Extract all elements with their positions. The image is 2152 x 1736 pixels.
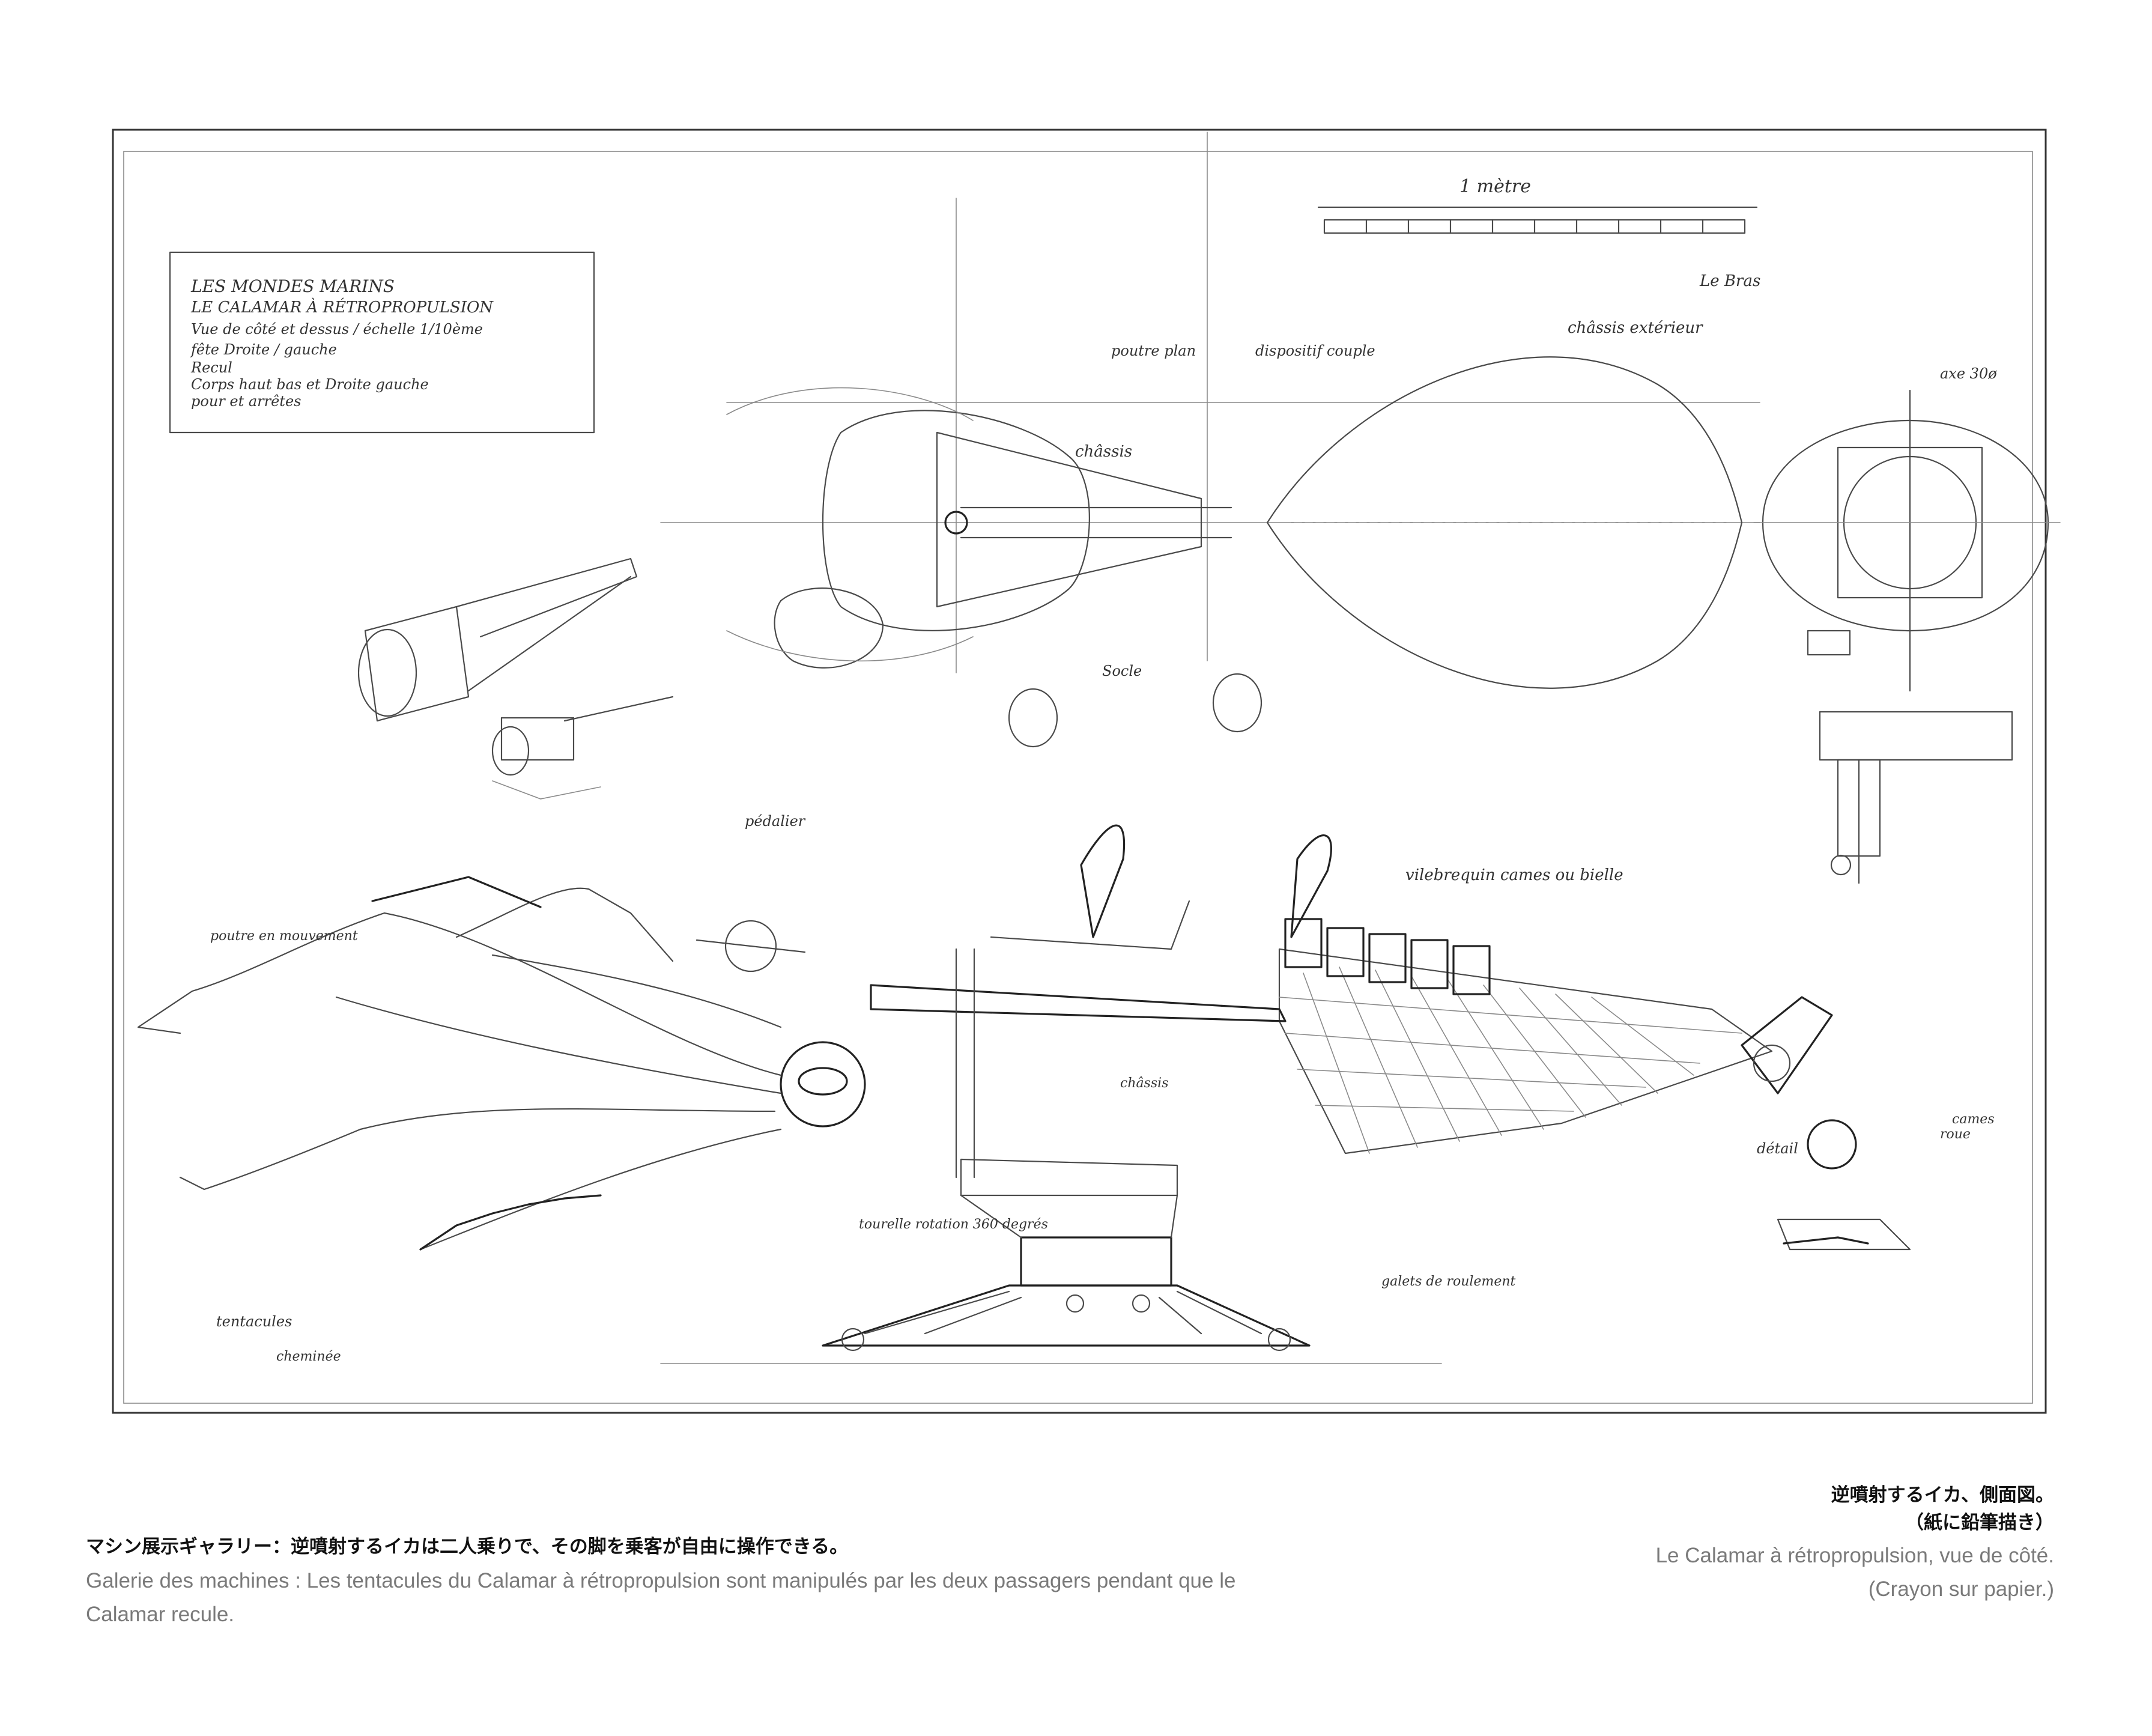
sketch-frame-outer (112, 129, 2047, 1414)
annotation-poutre: poutre plan (1111, 342, 1196, 359)
annotation-axe: axe 30ø (1940, 365, 1997, 382)
annotation-chassis-exterieur: châssis extérieur (1568, 319, 1703, 337)
annotation-roue: roue (1940, 1127, 1971, 1142)
title-block-line-5: Recul (190, 359, 232, 376)
sketch-frame-inner (123, 151, 2033, 1404)
caption-right: 逆噴射するイカ、側面図。 （紙に鉛筆描き） Le Calamar à rétro… (1453, 1481, 2054, 1606)
title-block-line-4: fête Droite / gauche (190, 341, 337, 358)
caption-left-french: Galerie des machines : Les tentacules du… (86, 1569, 1236, 1626)
caption-left-japanese: マシン展示ギャラリー：逆噴射するイカは二人乗りで、その脚を乗客が自由に操作できる… (86, 1536, 849, 1558)
title-block-line-3: Vue de côté et dessus / échelle 1/10ème (191, 321, 483, 338)
annotation-pedalier: pédalier (745, 813, 806, 830)
title-block-line-2: LE CALAMAR À RÉTROPROPULSION (190, 297, 494, 317)
caption-left: マシン展示ギャラリー：逆噴射するイカは二人乗りで、その脚を乗客が自由に操作できる… (86, 1533, 1317, 1631)
annotation-detail: détail (1757, 1140, 1798, 1157)
annotation-socle: Socle (1102, 663, 1142, 679)
caption-right-japanese-line-1: 逆噴射するイカ、側面図。 (1831, 1484, 2054, 1506)
mechanism-sketch-left (357, 557, 674, 800)
wheel-detail (1777, 1119, 1911, 1251)
passenger-head-sketches (1008, 673, 1262, 748)
squid-front-view (1753, 389, 2061, 692)
annotation-cames: cames (1952, 1112, 1995, 1127)
annotation-bras: Le Bras (1699, 272, 1760, 290)
squid-plan-view (660, 132, 1760, 689)
caption-right-french-line-2: (Crayon sur papier.) (1868, 1577, 2054, 1601)
annotation-cheminee: cheminée (276, 1349, 341, 1364)
mechanism-detail-right (1819, 711, 2013, 884)
annotation-chassis-bas: châssis (1120, 1076, 1169, 1091)
annotation-poutre-mouvement: poutre en mouvement (210, 929, 358, 944)
squid-side-view (137, 824, 1833, 1364)
scale-bar: 1 mètre (1317, 176, 1758, 234)
title-block-line-1: LES MONDES MARINS (190, 276, 395, 296)
scale-bar-label: 1 mètre (1459, 176, 1531, 197)
caption-right-french-line-1: Le Calamar à rétropropulsion, vue de côt… (1655, 1544, 2054, 1567)
annotation-vilebrequin: vilebrequin cames ou bielle (1405, 866, 1623, 884)
title-block-line-7: pour et arrêtes (191, 393, 301, 410)
annotation-galets: galets de roulement (1381, 1274, 1516, 1289)
title-block: LES MONDES MARINS LE CALAMAR À RÉTROPROP… (169, 251, 595, 434)
annotation-chassis: châssis (1075, 443, 1132, 461)
sketch-annotations: châssis poutre plan dispositif couple ch… (210, 272, 1997, 1364)
annotation-tourelle: tourelle rotation 360 degrés (859, 1217, 1048, 1232)
annotation-dispositif: dispositif couple (1255, 342, 1375, 359)
annotation-tentacules: tentacules (216, 1313, 292, 1330)
title-block-line-6: Corps haut bas et Droite gauche (191, 376, 429, 393)
caption-right-japanese-line-2: （紙に鉛筆描き） (1905, 1512, 2054, 1534)
